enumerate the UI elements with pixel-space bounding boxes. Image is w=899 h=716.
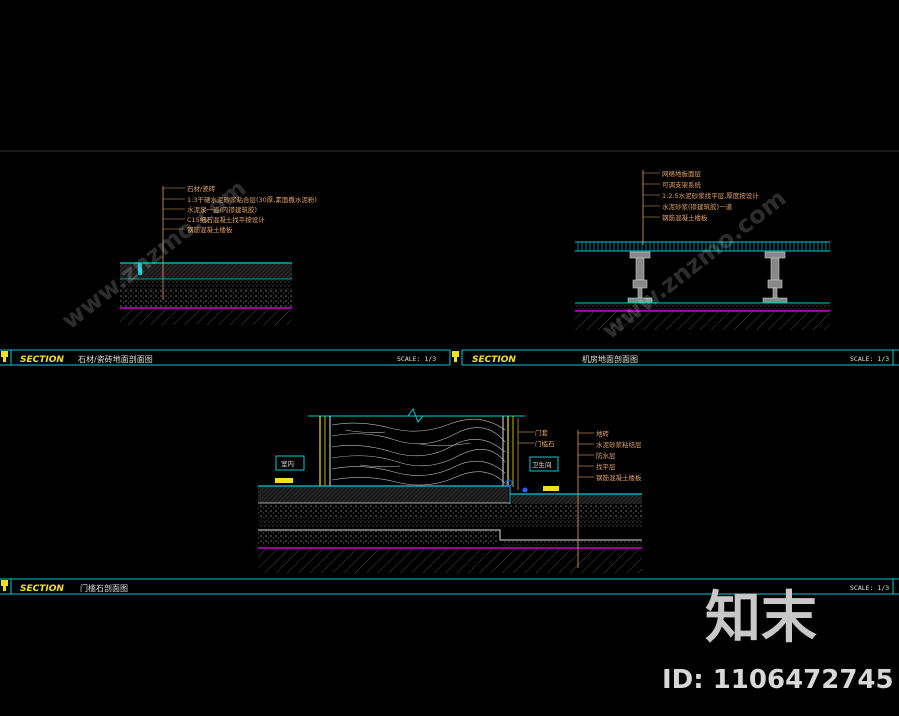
machine-annotation-1: 网络地板面层 <box>662 169 702 178</box>
door-label-jamb: 门套 <box>535 428 549 437</box>
room-label-bathroom: 卫生间 <box>532 460 552 469</box>
section-scale-2: SCALE: 1/3 <box>850 355 889 363</box>
threshold-annotation-5: 钢筋混凝土楼板 <box>596 473 642 482</box>
room-label-indoor: 室内 <box>281 459 294 468</box>
section-marker-icon <box>1 351 8 357</box>
threshold-annotation-3: 防水层 <box>596 451 616 460</box>
section-tag-1: SECTION <box>20 355 64 365</box>
machine-annotation-3: 1:2.5水泥砂浆找平层,厚度按设计 <box>662 191 759 200</box>
stone-annotation-3: 水泥浆一道(内掺建筑胶) <box>187 205 257 214</box>
machine-annotation-2: 可调支架系统 <box>662 180 702 189</box>
section-tag-3: SECTION <box>20 584 64 594</box>
section-title-1: 石材/瓷砖地面剖面图 <box>78 354 153 364</box>
section-threshold-stone: 室内 卫生间 门套 门槛石 地砖 水泥砂浆粘结层 防水层 找平层 钢筋混凝土楼板 <box>258 407 642 573</box>
watermark-brand: 知末 <box>705 586 817 651</box>
section-scale-1: SCALE: 1/3 <box>397 355 436 363</box>
title-bar-row-1: SECTION 石材/瓷砖地面剖面图 SCALE: 1/3 SECTION 机房… <box>0 349 899 366</box>
section-marker-icon <box>1 580 8 586</box>
section-stone-floor: 石材/瓷砖 1:3干硬水泥砂浆粘合层(30厚,素面撒水泥粉) 水泥浆一道(内掺建… <box>120 184 317 325</box>
section-tag-2: SECTION <box>472 355 516 365</box>
machine-annotation-5: 钢筋混凝土楼板 <box>662 213 708 222</box>
section-scale-3: SCALE: 1/3 <box>850 584 889 592</box>
watermark-id: ID: 1106472745 <box>662 665 894 695</box>
section-marker-icon <box>452 351 459 357</box>
pedestal-right <box>762 251 788 304</box>
stone-annotation-2: 1:3干硬水泥砂浆粘合层(30厚,素面撒水泥粉) <box>187 195 317 204</box>
machine-annotation-4: 水泥砂浆(掺建筑胶)一道 <box>662 202 733 211</box>
section-title-3: 门槛石剖面图 <box>80 583 128 593</box>
stone-annotation-4: C15细石混凝土找平按设计 <box>187 215 265 224</box>
pedestal-left <box>627 251 653 304</box>
section-machine-room-floor: 网络地板面层 可调支架系统 1:2.5水泥砂浆找平层,厚度按设计 水泥砂浆(掺建… <box>575 169 830 330</box>
threshold-annotation-4: 找平层 <box>596 462 616 471</box>
threshold-annotation-1: 地砖 <box>596 429 610 438</box>
door-label-threshold: 门槛石 <box>535 439 555 448</box>
threshold-annotation-2: 水泥砂浆粘结层 <box>596 440 642 449</box>
stone-annotation-5: 钢筋混凝土楼板 <box>187 225 233 234</box>
stone-annotation-1: 石材/瓷砖 <box>187 184 216 193</box>
section-title-2: 机房地面剖面图 <box>582 354 638 364</box>
title-bar-row-2: SECTION 门槛石剖面图 SCALE: 1/3 <box>0 578 899 595</box>
